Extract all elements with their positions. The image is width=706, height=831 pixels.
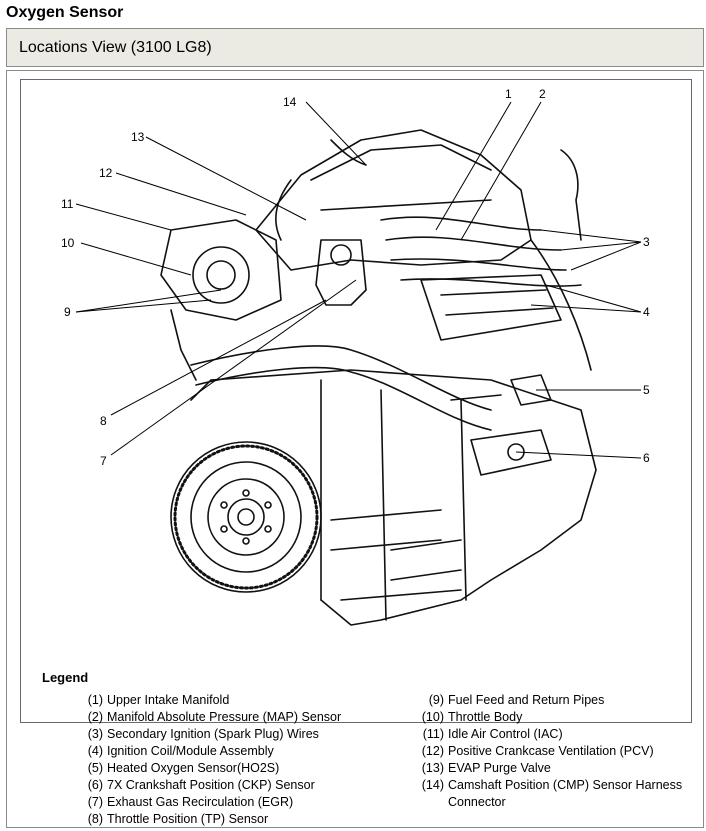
view-header: Locations View (3100 LG8) [6, 28, 704, 67]
legend-item: (9) Fuel Feed and Return Pipes [414, 692, 706, 709]
legend-item-number: (2) [87, 710, 103, 724]
legend-item-label: Ignition Coil/Module Assembly [107, 744, 274, 758]
engine-diagram: 1 2 3 4 5 6 7 8 9 10 11 12 13 14 Legend … [20, 79, 692, 826]
legend-item-label: Secondary Ignition (Spark Plug) Wires [107, 727, 319, 741]
callout-13: 13 [131, 130, 145, 144]
callout-3: 3 [643, 235, 650, 249]
legend-item-number: (7) [87, 795, 103, 809]
engine-illustration: 1 2 3 4 5 6 7 8 9 10 11 12 13 14 [61, 87, 650, 626]
callout-6: 6 [643, 451, 650, 465]
callout-4: 4 [643, 305, 650, 319]
exhaust-pipe [190, 345, 492, 411]
legend-item-number: (4) [87, 744, 103, 758]
ignition-coil-module [420, 274, 562, 341]
legend-item: (10) Throttle Body [414, 709, 706, 726]
legend-item-label: Idle Air Control (IAC) [448, 727, 563, 741]
legend-item-number: (5) [87, 761, 103, 775]
legend-title: Legend [42, 670, 89, 685]
legend-item-label: 7X Crankshaft Position (CKP) Sensor [107, 778, 315, 792]
callout-7: 7 [100, 454, 107, 468]
legend-item-number: (10) [421, 710, 444, 724]
crankshaft-sensor [470, 429, 552, 476]
legend-item-label: Manifold Absolute Pressure (MAP) Sensor [107, 710, 342, 724]
legend-item-label: Exhaust Gas Recirculation (EGR) [107, 795, 294, 809]
legend-item: (2) Manifold Absolute Pressure (MAP) Sens… [73, 709, 393, 726]
callout-10: 10 [61, 236, 75, 250]
legend-item: (1) Upper Intake Manifold [73, 692, 393, 709]
callout-9: 9 [64, 305, 71, 319]
legend-column-right: (9) Fuel Feed and Return Pipes (10) Thrott… [414, 692, 706, 811]
oxygen-sensor-body [510, 374, 552, 406]
legend-item: (7) Exhaust Gas Recirculation (EGR) [73, 794, 393, 811]
legend-item: (14) Camshaft Position (CMP) Sensor Harne… [414, 777, 706, 811]
callout-8: 8 [100, 414, 107, 428]
legend-item: (13) EVAP Purge Valve [414, 760, 706, 777]
spark-plug-wires [380, 216, 582, 287]
legend-item-number: (9) [428, 693, 444, 707]
legend-item-number: (8) [87, 812, 103, 826]
callout-5: 5 [643, 383, 650, 397]
flywheel-teeth [173, 444, 319, 590]
legend-item-number: (12) [421, 744, 444, 758]
engine-drawing [160, 129, 597, 626]
callout-labels: 1 2 3 4 5 6 7 8 9 10 11 12 13 14 [61, 87, 650, 468]
callout-14: 14 [283, 95, 297, 109]
callout-2: 2 [539, 87, 546, 101]
throttle-body [160, 219, 282, 321]
leader-lines [75, 101, 642, 459]
legend-item-number: (1) [87, 693, 103, 707]
legend-item-label: Positive Crankcase Ventilation (PCV) [448, 744, 654, 758]
legend-item-number: (11) [422, 727, 444, 741]
flywheel-outer [170, 441, 322, 593]
legend-item: (3) Secondary Ignition (Spark Plug) Wires [73, 726, 393, 743]
legend-item: (6) 7X Crankshaft Position (CKP) Sensor [73, 777, 393, 794]
legend-item-label: Heated Oxygen Sensor(HO2S) [107, 761, 280, 775]
upper-intake-manifold [255, 129, 532, 271]
callout-1: 1 [505, 87, 512, 101]
callout-11: 11 [61, 197, 74, 211]
legend-item-label: Fuel Feed and Return Pipes [448, 693, 605, 707]
legend-item: (5) Heated Oxygen Sensor(HO2S) [73, 760, 393, 777]
legend-column-left: (1) Upper Intake Manifold (2) Manifold Abs… [73, 692, 393, 828]
legend-item: (4) Ignition Coil/Module Assembly [73, 743, 393, 760]
legend-item-number: (6) [87, 778, 103, 792]
legend-item-label: Upper Intake Manifold [107, 693, 230, 707]
legend-item: (11) Idle Air Control (IAC) [414, 726, 706, 743]
legend-item-label: Throttle Position (TP) Sensor [107, 812, 269, 826]
figure-frame: 1 2 3 4 5 6 7 8 9 10 11 12 13 14 Legend … [6, 70, 704, 828]
legend-item-label: Camshaft Position (CMP) Sensor Harness C… [448, 778, 683, 809]
legend-item: (8) Throttle Position (TP) Sensor [73, 811, 393, 828]
legend-item-label: Throttle Body [448, 710, 523, 724]
callout-12: 12 [99, 166, 113, 180]
engine-block [190, 369, 597, 626]
legend-item: (12) Positive Crankcase Ventilation (PCV) [414, 743, 706, 760]
legend-item-number: (13) [421, 761, 444, 775]
legend-item-label: EVAP Purge Valve [448, 761, 551, 775]
legend-item-number: (3) [87, 727, 103, 741]
legend-item-number: (14) [421, 778, 444, 792]
egr-valve [315, 239, 367, 306]
page-title: Oxygen Sensor [6, 4, 124, 21]
